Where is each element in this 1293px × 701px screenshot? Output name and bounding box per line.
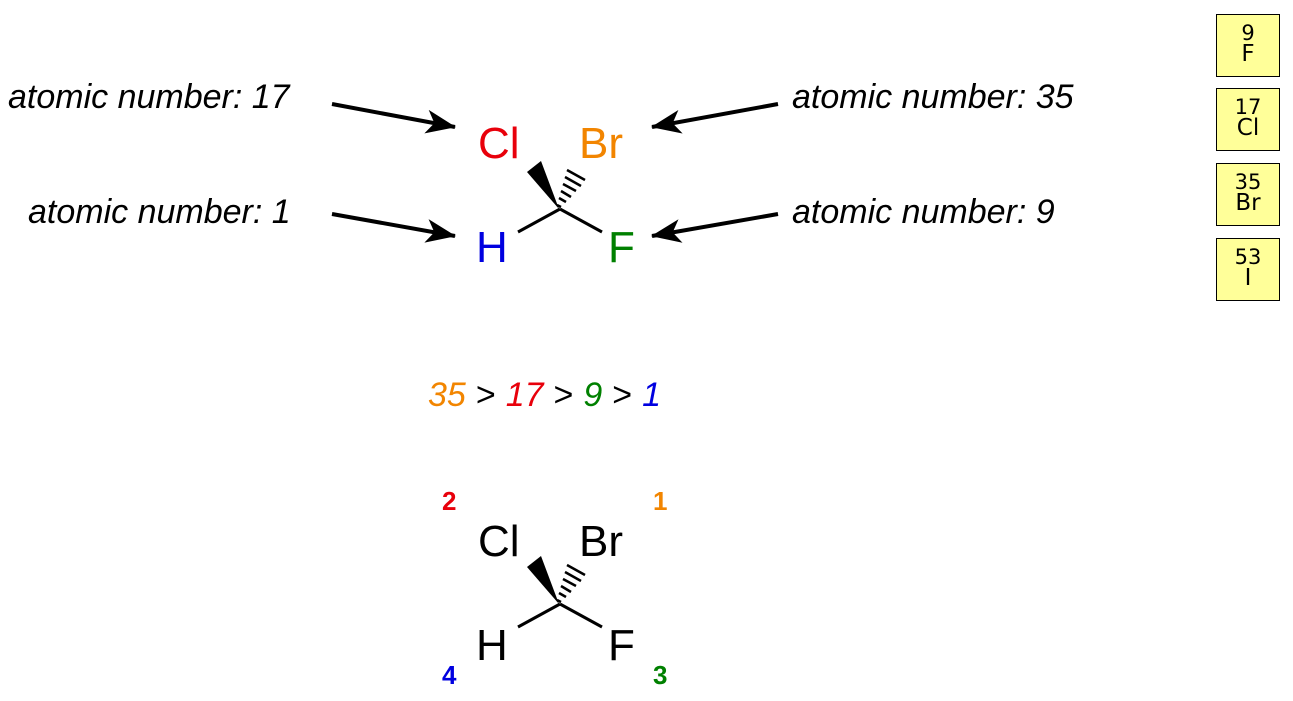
order-value-br: 35 [428, 376, 466, 414]
arrow-h [331, 212, 456, 243]
atom-h: H [476, 223, 508, 272]
tile-symbol: I [1244, 265, 1252, 291]
hash-bond-br [556, 168, 586, 209]
atom-br: Br [579, 119, 623, 168]
atom-cl-2: Cl [478, 517, 520, 566]
order-value-f: 9 [583, 376, 603, 414]
rank-f: 3 [653, 660, 668, 690]
atom-br-2: Br [579, 517, 623, 566]
element-tile-f: 9 F [1216, 14, 1280, 77]
label-atomic-number-f: atomic number: 9 [792, 193, 1055, 231]
rank-cl: 2 [442, 486, 457, 516]
bond-h-2 [517, 602, 561, 629]
label-atomic-number-br: atomic number: 35 [792, 78, 1074, 116]
bond-h [517, 207, 561, 234]
tile-symbol: F [1241, 41, 1255, 67]
tile-symbol: Br [1235, 190, 1261, 216]
rank-h: 4 [442, 660, 457, 690]
label-atomic-number-h: atomic number: 1 [28, 193, 291, 231]
atom-cl: Cl [478, 119, 520, 168]
order-value-cl: 17 [505, 376, 544, 414]
order-value-h: 1 [642, 376, 662, 414]
tile-symbol: Cl [1236, 115, 1260, 141]
tile-atomic-number: 35 [1234, 170, 1262, 194]
order-separator: > [553, 376, 574, 414]
wedge-bond-cl [527, 161, 559, 209]
arrow-br [651, 102, 779, 134]
element-tile-cl: 17 Cl [1216, 88, 1280, 151]
bond-f [559, 207, 603, 234]
tile-atomic-number: 9 [1241, 21, 1255, 45]
wedge-bond-cl-2 [527, 556, 559, 604]
label-atomic-number-cl: atomic number: 17 [8, 78, 290, 116]
priority-order: 35>17>9>1 [428, 378, 661, 412]
bottom-molecule-bonds [517, 556, 603, 629]
tile-atomic-number: 53 [1234, 245, 1262, 269]
atom-f-2: F [608, 621, 635, 670]
top-molecule-bonds [517, 161, 603, 234]
bond-f-2 [559, 602, 603, 629]
element-tile-i: 53 I [1216, 238, 1280, 301]
order-separator: > [475, 376, 496, 414]
atom-h-2: H [476, 621, 508, 670]
arrow-f [651, 212, 779, 243]
hash-bond-br-2 [556, 563, 586, 604]
atom-f: F [608, 223, 635, 272]
order-separator: > [612, 376, 633, 414]
arrow-cl [331, 102, 456, 134]
rank-br: 1 [653, 486, 668, 516]
element-tile-br: 35 Br [1216, 163, 1280, 226]
tile-atomic-number: 17 [1234, 95, 1262, 119]
